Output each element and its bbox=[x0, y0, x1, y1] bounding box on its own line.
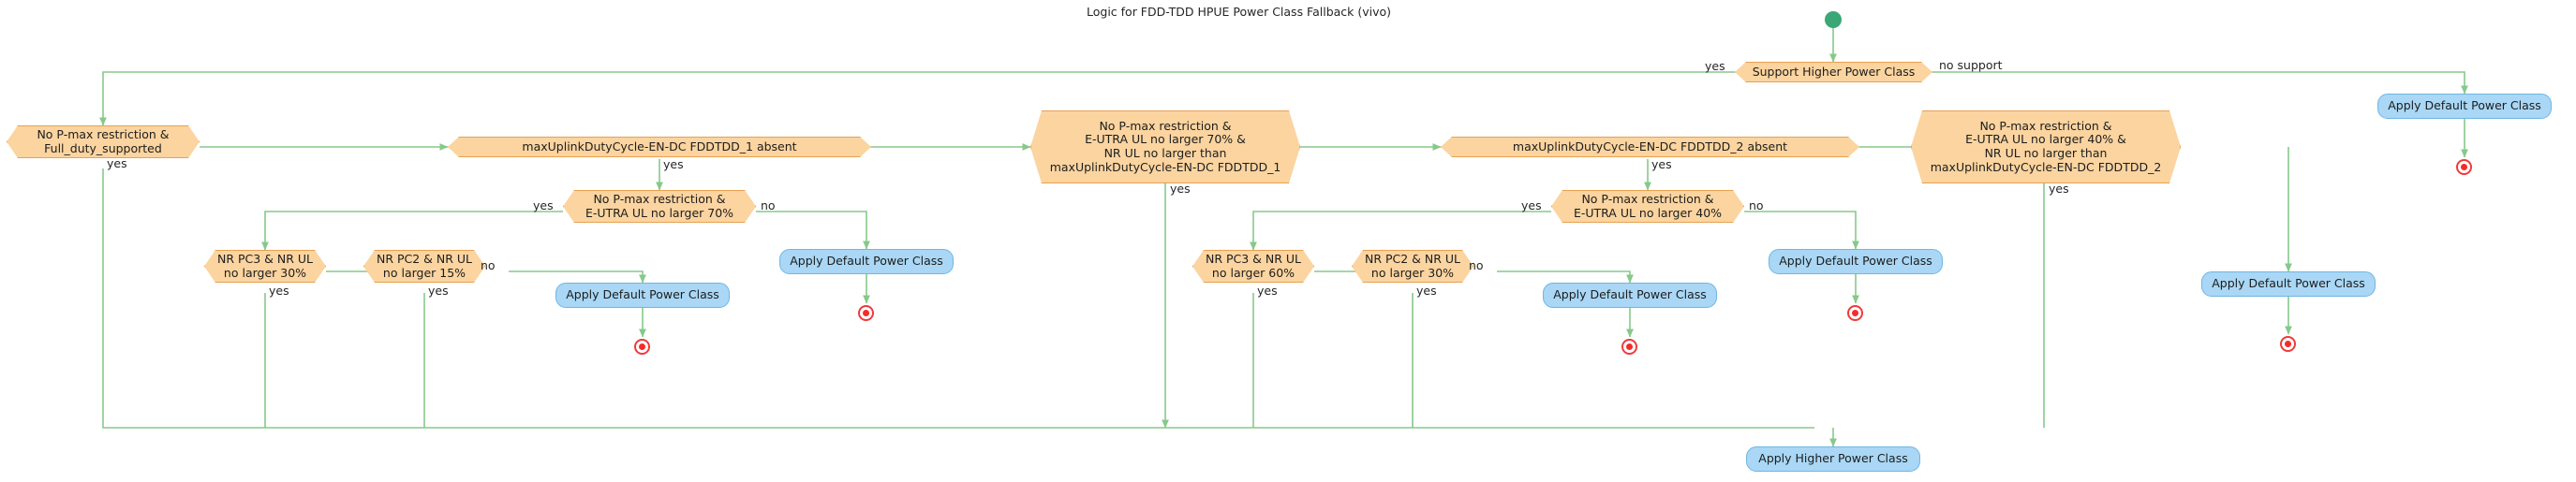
action-apply-default-power-class-eutra40-no[interactable]: Apply Default Power Class bbox=[1769, 249, 1943, 274]
edge-label-pc3-60-yes: yes bbox=[1257, 284, 1278, 298]
edge-label-eutra70-yes: yes bbox=[533, 198, 554, 212]
decision-nr-pc3-nr-ul-30[interactable]: NR PC3 & NR UL no larger 30% bbox=[204, 250, 326, 283]
action-apply-default-power-class-pc2-15-no[interactable]: Apply Default Power Class bbox=[555, 283, 730, 308]
end-node-pc2-15-no bbox=[634, 339, 650, 355]
decision-maxuplinkdutycycle-fddtdd1-absent[interactable]: maxUplinkDutyCycle-EN-DC FDDTDD_1 absent bbox=[448, 137, 871, 157]
edge-label-eutra70-no: no bbox=[761, 198, 776, 212]
edge-label-big1-yes: yes bbox=[1170, 182, 1191, 196]
action-apply-higher-power-class[interactable]: Apply Higher Power Class bbox=[1746, 446, 1920, 472]
edge-label-support-no: no support bbox=[1939, 58, 2003, 72]
action-apply-default-power-class-eutra70-no[interactable]: Apply Default Power Class bbox=[779, 249, 954, 274]
decision-maxuplinkdutycycle-fddtdd2-absent[interactable]: maxUplinkDutyCycle-EN-DC FDDTDD_2 absent bbox=[1441, 137, 1859, 157]
decision-no-pmax-full-duty[interactable]: No P-max restriction & Full_duty_support… bbox=[7, 125, 200, 158]
end-node-pc2-30-no bbox=[1621, 339, 1637, 355]
action-apply-default-power-class-no-support[interactable]: Apply Default Power Class bbox=[2377, 94, 2552, 119]
decision-no-pmax-eutra40-nrul-fddtdd2[interactable]: No P-max restriction & E-UTRA UL no larg… bbox=[1911, 110, 2181, 183]
decision-no-pmax-eutra-40[interactable]: No P-max restriction & E-UTRA UL no larg… bbox=[1551, 190, 1744, 223]
edge-label-fullduty-yes: yes bbox=[107, 156, 127, 170]
edge-label-fddtdd2-yes: yes bbox=[1651, 157, 1672, 171]
end-node-big2-no bbox=[2280, 336, 2296, 352]
action-apply-default-power-class-big2-no[interactable]: Apply Default Power Class bbox=[2201, 271, 2376, 297]
edge-label-big2-yes: yes bbox=[2049, 182, 2069, 196]
end-node-no-support bbox=[2456, 159, 2472, 175]
edge-label-pc3-30-yes: yes bbox=[269, 284, 289, 298]
decision-no-pmax-eutra70-nrul-fddtdd1[interactable]: No P-max restriction & E-UTRA UL no larg… bbox=[1030, 110, 1300, 183]
edge-label-pc2-30-yes: yes bbox=[1416, 284, 1437, 298]
decision-nr-pc2-nr-ul-30[interactable]: NR PC2 & NR UL no larger 30% bbox=[1352, 250, 1473, 283]
decision-no-pmax-eutra-70[interactable]: No P-max restriction & E-UTRA UL no larg… bbox=[563, 190, 756, 223]
edge-label-eutra40-no: no bbox=[1749, 198, 1764, 212]
edge-label-pc2-30-no: no bbox=[1469, 258, 1484, 272]
diagram-title: Logic for FDD-TDD HPUE Power Class Fallb… bbox=[1087, 5, 1392, 19]
edge-label-support-yes: yes bbox=[1705, 59, 1725, 73]
action-apply-default-power-class-pc2-30-no[interactable]: Apply Default Power Class bbox=[1543, 283, 1717, 308]
edge-label-fddtdd1-yes: yes bbox=[663, 157, 684, 171]
edge-label-pc2-15-no: no bbox=[481, 258, 496, 272]
decision-nr-pc2-nr-ul-15[interactable]: NR PC2 & NR UL no larger 15% bbox=[363, 250, 485, 283]
start-node bbox=[1825, 11, 1842, 28]
decision-support-higher-power-class[interactable]: Support Higher Power Class bbox=[1735, 62, 1932, 82]
edge-label-pc2-15-yes: yes bbox=[428, 284, 449, 298]
decision-nr-pc3-nr-ul-60[interactable]: NR PC3 & NR UL no larger 60% bbox=[1192, 250, 1314, 283]
end-node-eutra70-no bbox=[858, 305, 874, 321]
end-node-eutra40-no bbox=[1847, 305, 1863, 321]
edge-label-eutra40-yes: yes bbox=[1521, 198, 1542, 212]
